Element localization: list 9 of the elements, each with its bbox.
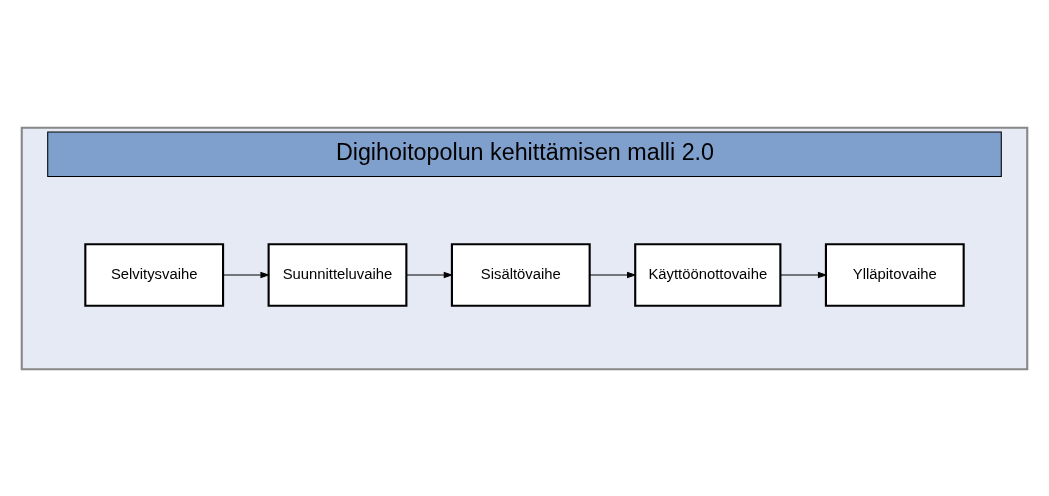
- arrow: [780, 271, 828, 278]
- node-box: Sisältövaihe: [450, 242, 591, 307]
- arrow: [406, 271, 454, 278]
- node-box: Ylläpitovaihe: [824, 242, 965, 307]
- arrow: [222, 271, 270, 278]
- node-box: Käyttöönottovaihe: [634, 242, 782, 307]
- node-box: Suunnitteluvaihe: [267, 242, 408, 307]
- arrow: [589, 271, 637, 278]
- node-box: Selvitysvaihe: [84, 242, 225, 307]
